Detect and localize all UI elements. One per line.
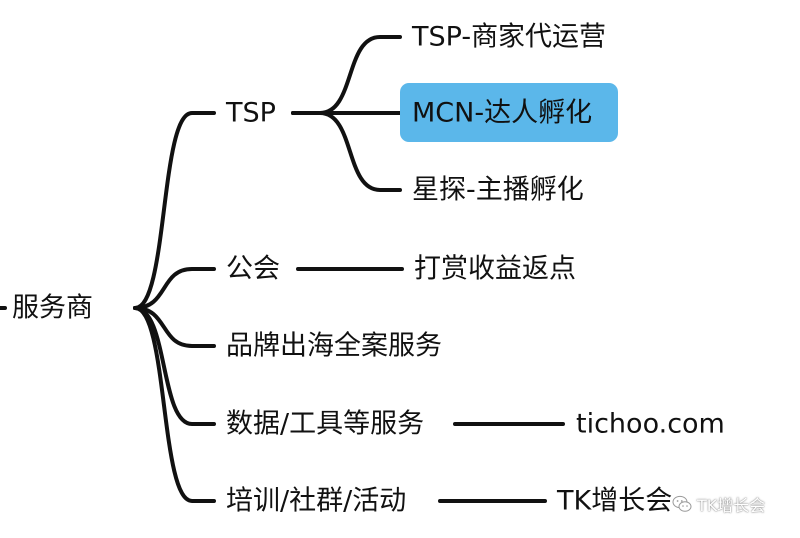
highlight-box-mcn: [400, 83, 618, 142]
watermark: TK增长会: [672, 493, 792, 515]
root-node: 服务商: [12, 292, 93, 324]
branch-guild: 公会: [226, 253, 280, 285]
connector-root-training: [133, 306, 216, 503]
connector-root-data: [133, 306, 216, 426]
connector-tsp-agency: [291, 35, 402, 115]
leaf-tip-rebate: 打赏收益返点: [414, 253, 576, 285]
leaf-tichoo: tichoo.com: [576, 408, 725, 440]
connector-tsp-scout: [291, 111, 402, 192]
connector-root-brand: [133, 306, 216, 348]
branch-brand-overseas: 品牌出海全案服务: [226, 330, 442, 362]
leaf-mcn-incubation: MCN-达人孵化: [412, 97, 593, 129]
leaf-tk-growth: TK增长会: [557, 485, 673, 517]
branch-tsp: TSP: [226, 97, 276, 129]
watermark-text: TK增长会: [697, 496, 766, 515]
leaf-tsp-agency: TSP-商家代运营: [412, 21, 607, 53]
wechat-icon: [672, 495, 692, 512]
branch-data-tools: 数据/工具等服务: [226, 408, 425, 440]
leaf-scout-streamer: 星探-主播孵化: [412, 174, 584, 206]
connector-root-guild: [133, 267, 216, 310]
connector-root-tsp: [133, 111, 216, 310]
branch-training-community: 培训/社群/活动: [226, 485, 407, 517]
